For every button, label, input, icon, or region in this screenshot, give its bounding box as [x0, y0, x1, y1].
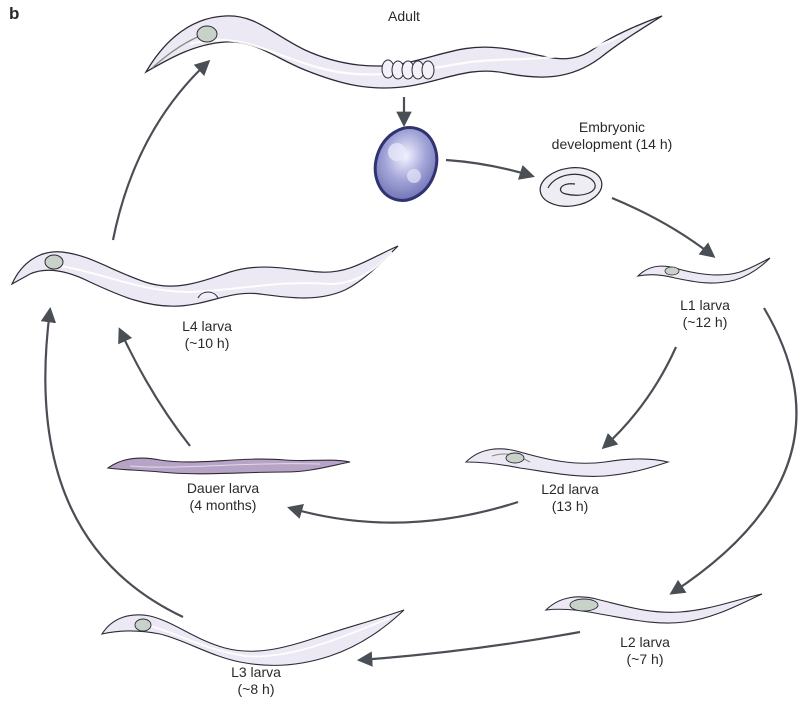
l2d-time: (13 h) — [541, 498, 599, 515]
l1-time: (~12 h) — [680, 314, 730, 331]
l3-label: L3 larva (~8 h) — [231, 664, 281, 698]
l4-time: (~10 h) — [182, 335, 232, 352]
adult-worm — [146, 16, 662, 88]
dauer-label: Dauer larva (4 months) — [187, 480, 259, 514]
embryo-time: development (14 h) — [552, 136, 673, 153]
arrow-l2d-to-dauer — [290, 502, 518, 523]
l4-name: L4 larva — [182, 318, 232, 335]
l3-name: L3 larva — [231, 664, 281, 681]
arrow-egg-to-embryo — [446, 160, 532, 176]
arrow-l1-to-l2d — [604, 347, 676, 447]
dauer-name: Dauer larva — [187, 480, 259, 497]
l1-label: L1 larva (~12 h) — [680, 297, 730, 331]
panel-label: b — [9, 4, 19, 24]
l2-name: L2 larva — [620, 634, 670, 651]
l4-larva-worm — [12, 246, 398, 306]
l2-label: L2 larva (~7 h) — [620, 634, 670, 668]
l4-label: L4 larva (~10 h) — [182, 318, 232, 352]
l2d-name: L2d larva — [541, 481, 599, 498]
l2d-label: L2d larva (13 h) — [541, 481, 599, 515]
l1-name: L1 larva — [680, 297, 730, 314]
l3-larva-worm — [102, 610, 404, 665]
arrow-l2-to-l3 — [360, 632, 580, 660]
l2d-larva-worm — [466, 449, 668, 477]
arrow-l4-to-adult — [113, 62, 208, 240]
l3-time: (~8 h) — [231, 681, 281, 698]
arrow-embryo-to-l1 — [612, 198, 713, 256]
dauer-time: (4 months) — [187, 497, 259, 514]
l2-larva-worm — [546, 594, 762, 623]
embryo-label: Embryonic development (14 h) — [552, 119, 673, 153]
adult-label: Adult — [388, 8, 420, 25]
embryo-name: Embryonic — [552, 119, 673, 136]
arrow-dauer-to-l4 — [120, 330, 190, 446]
arrow-l1-to-l2 — [672, 308, 796, 593]
l2-time: (~7 h) — [620, 651, 670, 668]
l1-larva-worm — [638, 258, 770, 283]
egg — [366, 120, 446, 209]
dauer-larva-worm — [108, 458, 350, 474]
embryo-egg — [538, 164, 605, 210]
